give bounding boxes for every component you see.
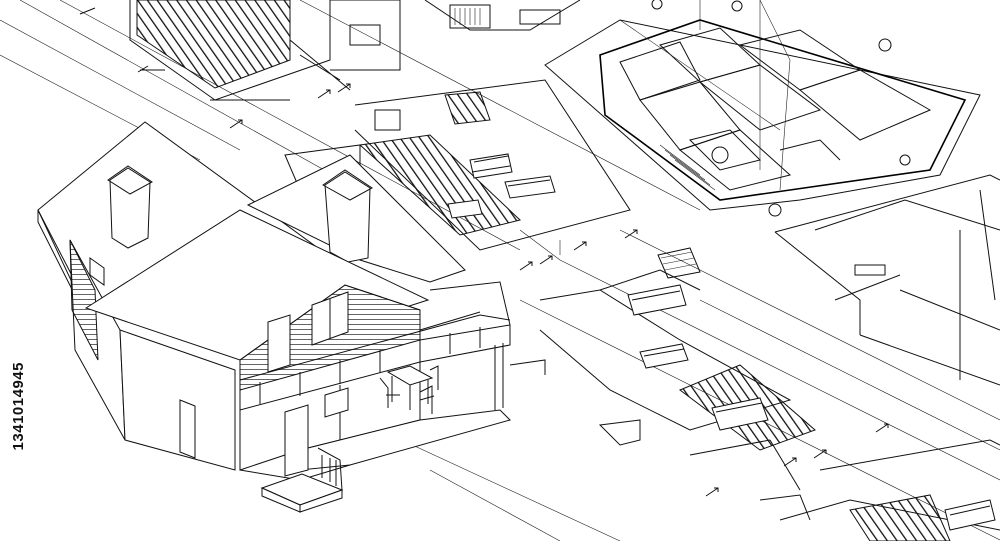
roof-plan-top-left [79, 0, 401, 101]
plan-bottom-right [759, 439, 1000, 541]
stock-id-label: 1341014945 [4, 296, 32, 516]
arrow-markers [229, 83, 889, 497]
chimney-left [109, 167, 151, 249]
front-window [179, 399, 196, 459]
entry-steps [260, 447, 344, 513]
front-wall [119, 329, 236, 471]
patio-furniture [379, 365, 439, 414]
floor-plan-main [544, 0, 981, 217]
house-icon [37, 121, 511, 513]
chimney-right [324, 171, 371, 263]
front-door [284, 404, 309, 477]
plan-right [774, 174, 1000, 386]
window-plan-bottom [509, 247, 816, 491]
stair-plan-top [424, 0, 743, 31]
stock-id-text: 1341014945 [9, 361, 27, 451]
